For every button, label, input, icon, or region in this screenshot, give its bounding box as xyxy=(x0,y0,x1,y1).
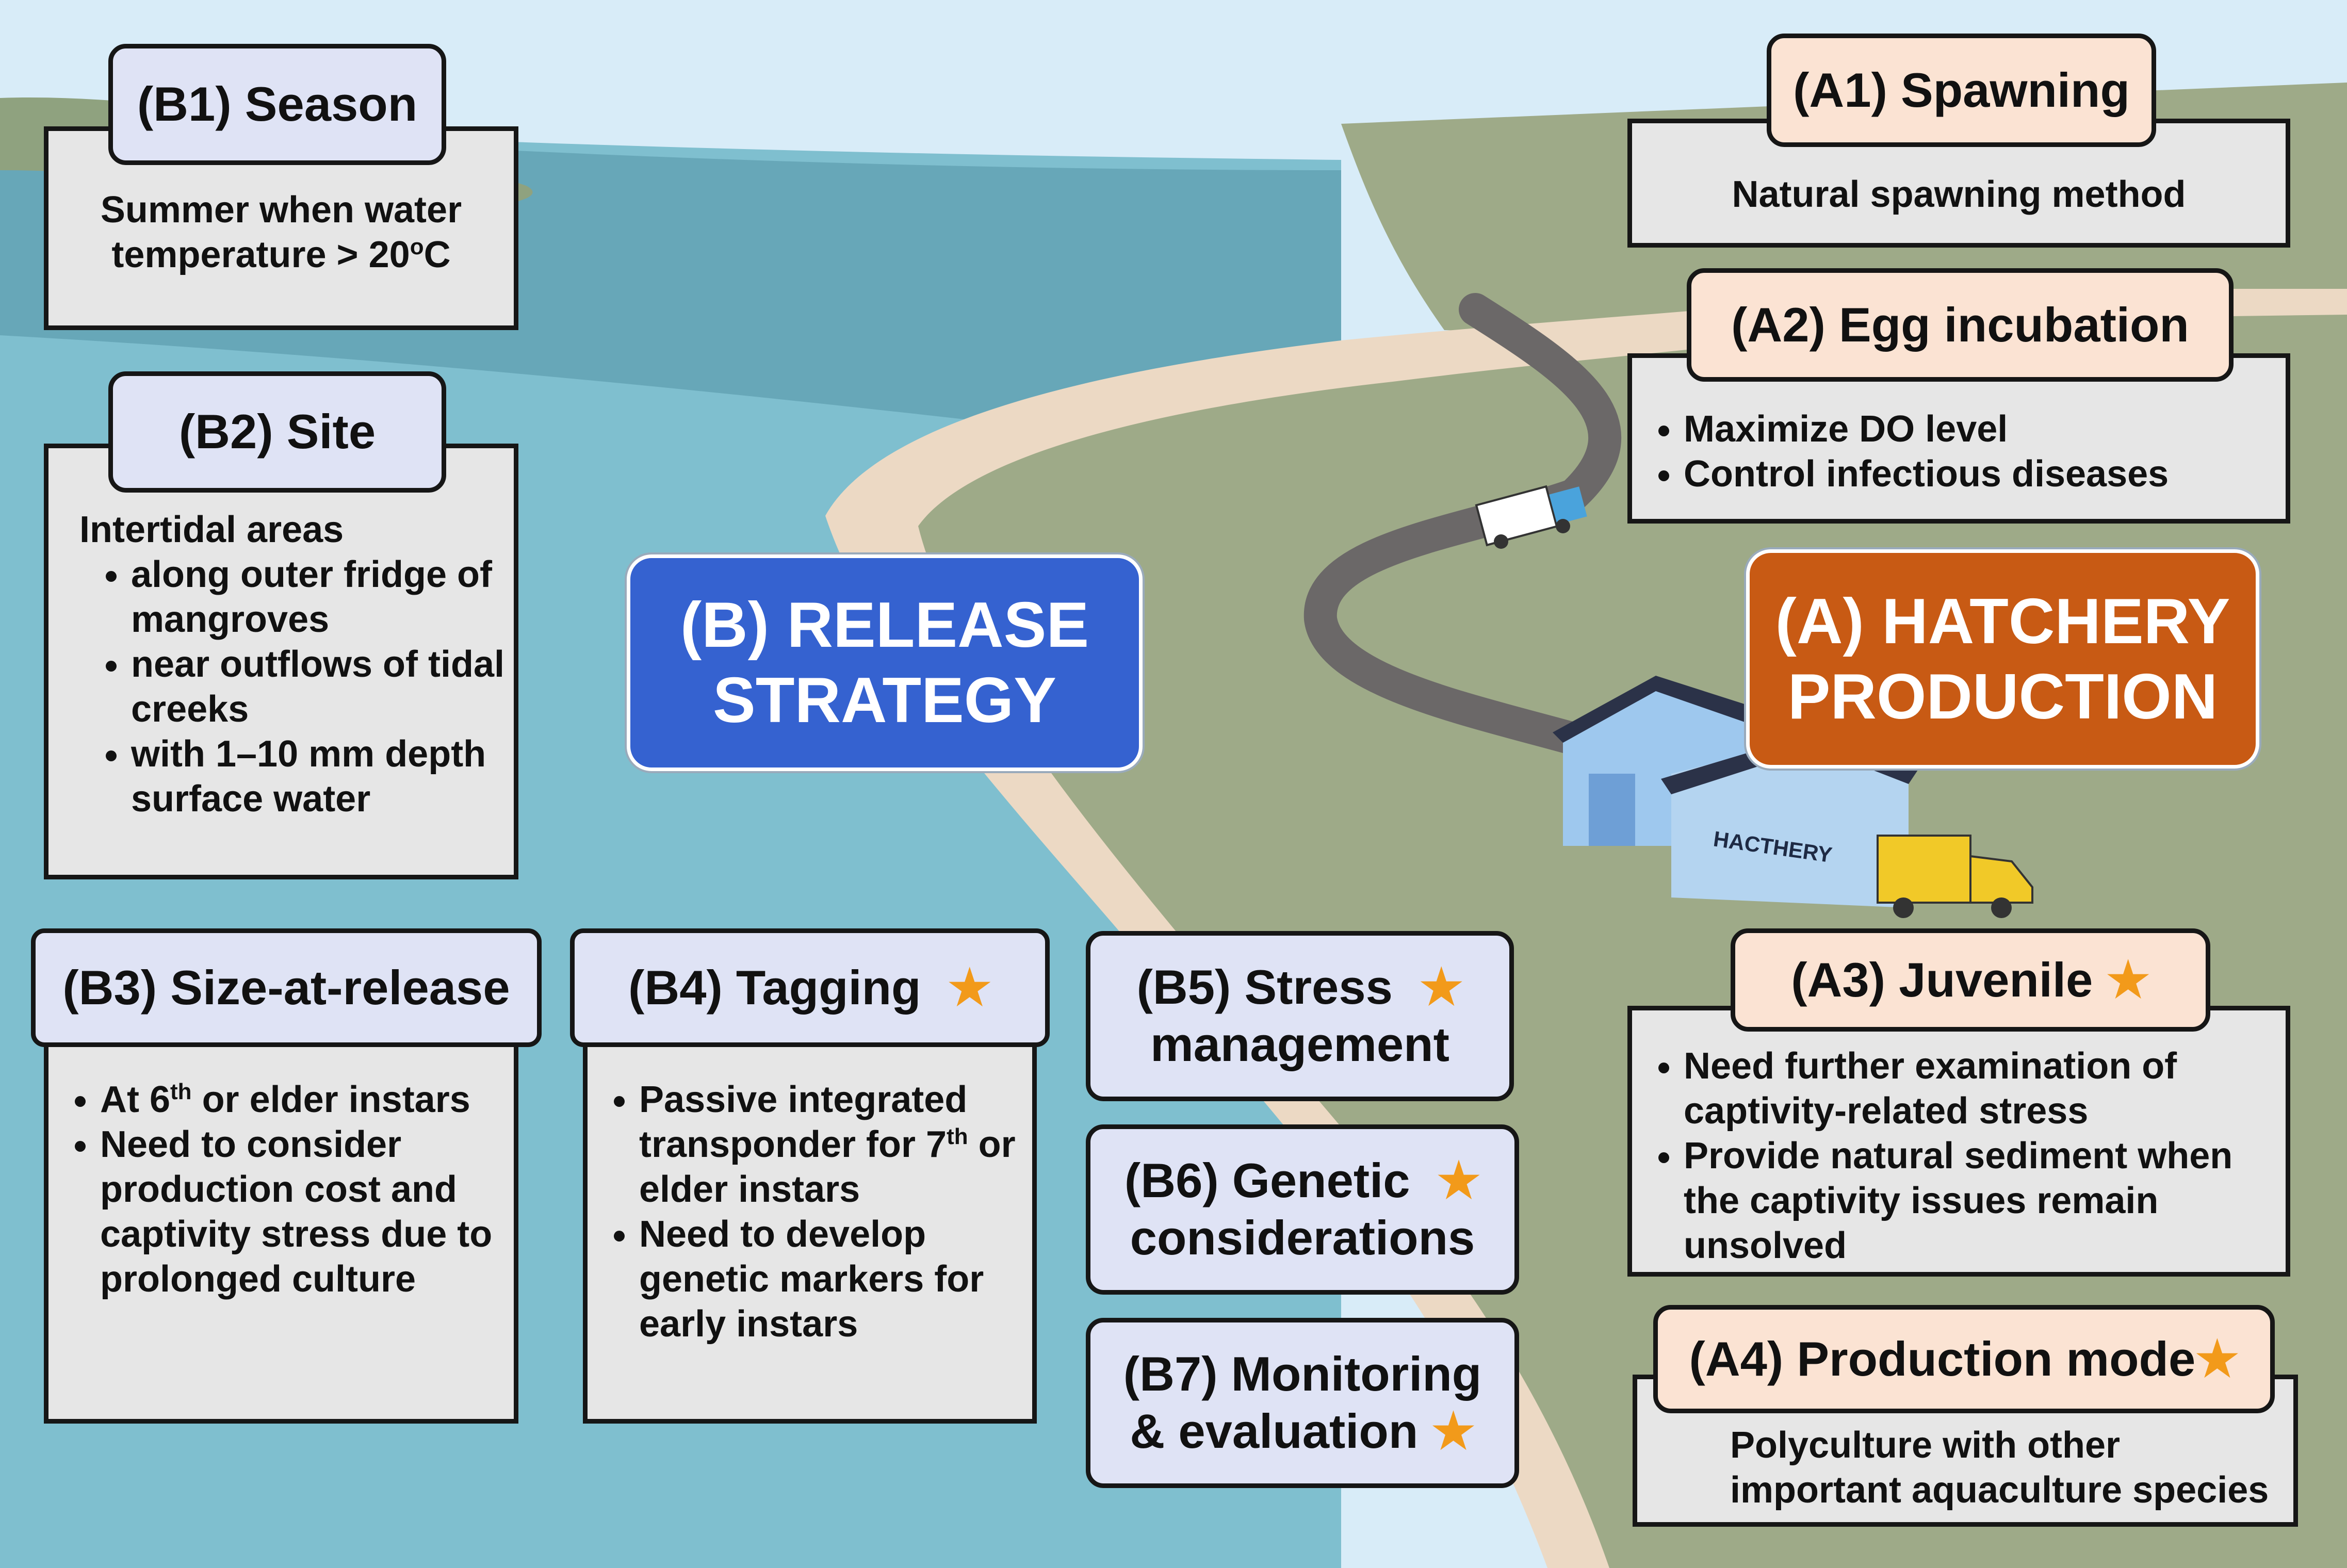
b2-intro: Intertidal areas xyxy=(79,509,344,550)
a3-juvenile-card: Need further examination of captivity-re… xyxy=(1627,1006,2290,1277)
a3-item: Need further examination of captivity-re… xyxy=(1684,1044,2282,1134)
a2-item: Control infectious diseases xyxy=(1684,452,2287,497)
b4-item: Need to develop genetic markers for earl… xyxy=(639,1212,1031,1347)
b1-season-title: (B1) Season xyxy=(108,44,446,165)
star-icon: ★ xyxy=(2106,952,2150,1007)
b2-item: near outflows of tidal creeks xyxy=(131,642,513,732)
a1-spawning-title: (A1) Spawning xyxy=(1767,34,2156,147)
a1-text: Natural spawning method xyxy=(1732,174,2186,215)
b3-size-title: (B3) Size-at-release xyxy=(31,928,542,1047)
b4-tagging-card: Passive integrated transponder for 7th o… xyxy=(583,1026,1037,1424)
b3-size-card: At 6th or elder instars Need to consider… xyxy=(44,1026,518,1424)
star-icon: ★ xyxy=(1431,1404,1475,1458)
a4-line2: important aquaculture species xyxy=(1730,1469,2269,1511)
a2-egg-incubation-title: (A2) Egg incubation xyxy=(1687,268,2234,382)
star-icon: ★ xyxy=(2195,1331,2239,1386)
hatchery-building: HACTHERY xyxy=(1553,676,1919,908)
b1-line2: temperature > 20oC xyxy=(111,234,451,275)
a4-production-mode-title: (A4) Production mode★ xyxy=(1653,1305,2275,1413)
b6-genetic-considerations: (B6) Genetic ★considerations xyxy=(1086,1124,1519,1295)
b5-stress-management: (B5) Stress ★management xyxy=(1086,931,1514,1101)
road xyxy=(1303,293,1667,780)
b2-site-card: Intertidal areas along outer fridge of m… xyxy=(44,444,518,879)
b7-monitoring-evaluation: (B7) Monitoring& evaluation ★ xyxy=(1086,1318,1519,1488)
a2-item: Maximize DO level xyxy=(1684,407,2287,452)
a3-juvenile-title: (A3) Juvenile ★ xyxy=(1731,928,2210,1032)
b3-item: At 6th or elder instars xyxy=(100,1077,508,1122)
b2-item: along outer fridge of mangroves xyxy=(131,552,513,642)
star-icon: ★ xyxy=(948,960,991,1015)
a3-item: Provide natural sediment when the captiv… xyxy=(1684,1134,2282,1268)
star-icon: ★ xyxy=(1437,1153,1481,1208)
white-truck-icon xyxy=(1475,485,1587,549)
star-icon: ★ xyxy=(1420,960,1463,1015)
b3-item: Need to consider production cost and cap… xyxy=(100,1122,508,1302)
b4-item: Passive integrated transponder for 7th o… xyxy=(639,1077,1031,1212)
b1-line1: Summer when water xyxy=(100,189,462,231)
yellow-truck-icon xyxy=(1877,835,2033,918)
a4-line1: Polyculture with other xyxy=(1730,1425,2121,1466)
b2-item: with 1–10 mm depth surface water xyxy=(131,732,513,822)
b4-tagging-title: (B4) Tagging ★ xyxy=(570,928,1050,1047)
b2-site-title: (B2) Site xyxy=(108,371,446,493)
